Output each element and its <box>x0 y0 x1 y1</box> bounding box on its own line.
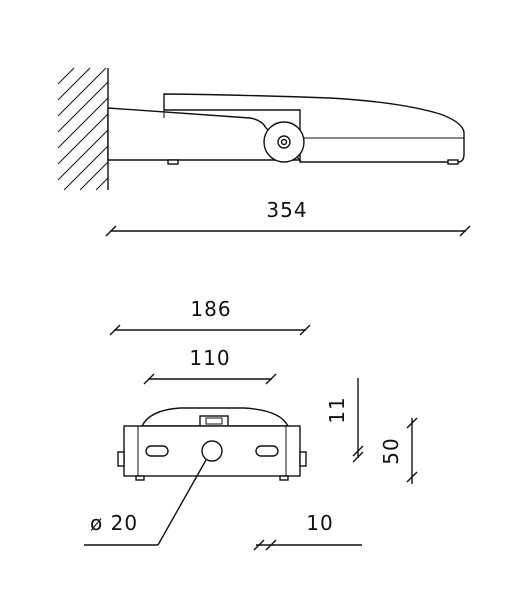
dimension-height-total: 50 <box>379 417 418 484</box>
slot-right <box>255 445 279 457</box>
dimension-offset-label: 10 <box>306 511 333 535</box>
dimension-height-small-label: 11 <box>325 396 349 423</box>
dimension-diameter: ø 20 <box>84 459 207 546</box>
dimension-height-total-label: 50 <box>379 437 403 464</box>
lamp-housing <box>163 93 465 163</box>
pivot-knob <box>263 121 305 163</box>
front-view <box>117 407 307 481</box>
dimension-length: 354 <box>105 198 471 237</box>
pivot-screw-inner <box>280 138 288 146</box>
dimension-width-inner-label: 110 <box>189 346 230 370</box>
dimension-length-label: 354 <box>266 198 307 222</box>
slot-left <box>145 445 169 457</box>
dimension-width-outer-label: 186 <box>190 297 231 321</box>
pivot-screw-outer <box>277 135 291 149</box>
center-hole <box>201 440 223 462</box>
dimension-width-inner: 110 <box>143 346 277 385</box>
dimension-offset: 10 <box>253 511 362 551</box>
dimension-height-small: 11 <box>325 378 364 463</box>
side-view <box>57 67 465 191</box>
dimension-width-outer: 186 <box>109 297 311 336</box>
dimension-diameter-label: ø 20 <box>90 511 138 535</box>
wall-hatching <box>57 67 109 191</box>
